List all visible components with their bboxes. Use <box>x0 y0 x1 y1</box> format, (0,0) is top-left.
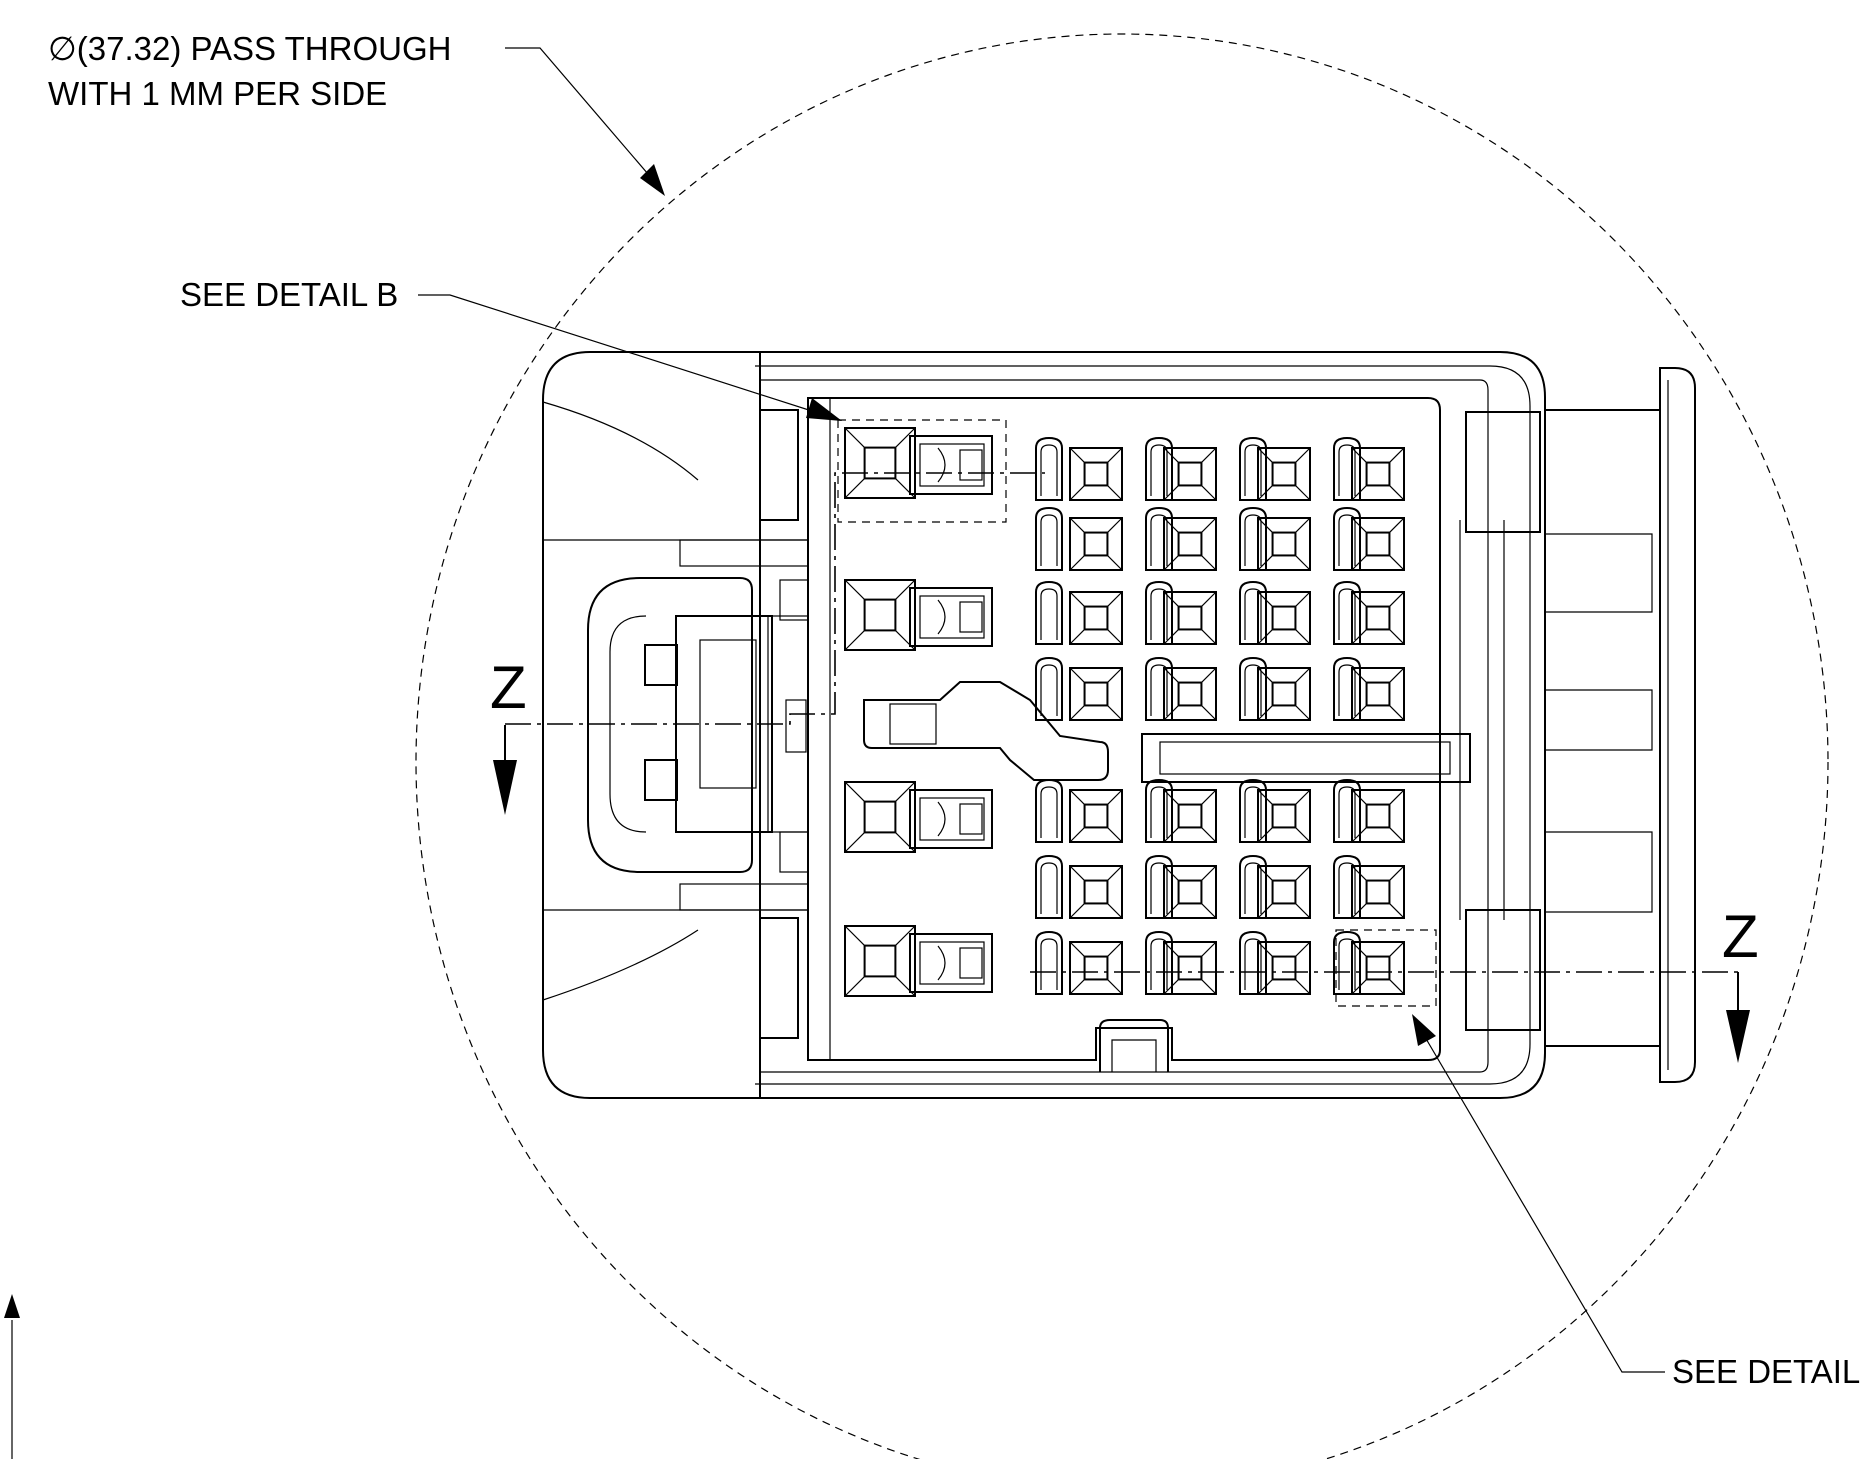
small-cavity <box>1351 447 1405 501</box>
small-cavity <box>1351 591 1405 645</box>
arrowhead-filled-icon <box>4 1294 20 1318</box>
small-cavity <box>1351 667 1405 721</box>
pass-through-leader <box>505 47 661 189</box>
detail-c-leader <box>1414 1019 1665 1373</box>
small-cavity <box>1163 591 1217 645</box>
detail-c-callout: SEE DETAIL <box>1672 1353 1860 1390</box>
large-cavity <box>844 781 916 853</box>
detail-b-callout: SEE DETAIL B <box>180 276 398 313</box>
cavity-latch <box>1239 436 1267 501</box>
arrowhead-filled-icon <box>1726 1010 1750 1063</box>
cavity-latch <box>1145 854 1173 919</box>
cavity-latch <box>1333 580 1361 645</box>
cavity-latch <box>1239 506 1267 571</box>
pass-through-circle <box>415 33 1829 1459</box>
cavity-latch <box>1145 580 1173 645</box>
cavity-latch <box>1035 778 1063 843</box>
small-cavity <box>1069 667 1123 721</box>
connector-housing <box>542 351 1696 1099</box>
cavity-latch <box>1333 506 1361 571</box>
section-cutting-plane <box>505 472 1045 725</box>
detail-b-leader <box>418 294 841 421</box>
arrowhead-filled-icon <box>640 164 665 196</box>
cavity-latch <box>1145 436 1173 501</box>
small-cavity <box>1257 941 1311 995</box>
cavity-latch <box>1145 506 1173 571</box>
small-cavity <box>1163 517 1217 571</box>
cavity-latch <box>1035 506 1063 571</box>
pass-through-callout-line1: ∅(37.32) PASS THROUGH <box>48 30 451 67</box>
large-cavity <box>844 925 916 997</box>
cavity-latch <box>1239 580 1267 645</box>
large-cavity-column <box>844 427 993 997</box>
cavity-latch <box>1035 436 1063 501</box>
small-cavity <box>1257 667 1311 721</box>
small-cavity <box>1257 789 1311 843</box>
cavity-latch <box>1333 930 1361 995</box>
small-cavity <box>1351 941 1405 995</box>
cavity-latch <box>1035 930 1063 995</box>
large-cavity <box>844 579 916 651</box>
small-cavity <box>1069 591 1123 645</box>
cavity-latch <box>1239 778 1267 843</box>
cavity-latch <box>1239 854 1267 919</box>
large-cavity <box>844 427 916 499</box>
small-cavity <box>1069 789 1123 843</box>
small-cavity <box>1069 941 1123 995</box>
cavity-latch <box>1333 436 1361 501</box>
pass-through-callout-line2: WITH 1 MM PER SIDE <box>48 75 387 112</box>
large-cavity-terminal <box>909 789 993 849</box>
small-cavity <box>1069 517 1123 571</box>
small-cavity <box>1351 789 1405 843</box>
large-cavity-terminal <box>909 435 993 495</box>
cavity-latch <box>1035 580 1063 645</box>
arrowhead-filled-icon <box>493 760 517 815</box>
cavity-latch <box>1333 778 1361 843</box>
arrowhead-filled-icon <box>1412 1014 1436 1046</box>
small-cavity <box>1351 865 1405 919</box>
small-cavity <box>1351 517 1405 571</box>
small-cavity <box>1257 447 1311 501</box>
cavity-latch <box>1035 656 1063 721</box>
small-cavity <box>1163 447 1217 501</box>
cavity-latch <box>1333 656 1361 721</box>
small-cavity-grid <box>1035 436 1405 995</box>
small-cavity <box>1163 667 1217 721</box>
small-cavity <box>1257 517 1311 571</box>
small-cavity <box>1163 865 1217 919</box>
small-cavity <box>1163 789 1217 843</box>
small-cavity <box>1069 447 1123 501</box>
large-cavity-terminal <box>909 933 993 993</box>
section-label-left: Z <box>490 654 527 721</box>
large-cavity-terminal <box>909 587 993 647</box>
detail-c-boundary <box>1335 929 1437 1007</box>
cavity-latch <box>1239 656 1267 721</box>
cavity-latch <box>1145 656 1173 721</box>
detail-b-boundary <box>837 419 1007 523</box>
arrowhead-filled-icon <box>806 398 842 421</box>
small-cavity <box>1257 865 1311 919</box>
section-label-right: Z <box>1722 903 1759 970</box>
small-cavity <box>1257 591 1311 645</box>
small-cavity <box>1163 941 1217 995</box>
cavity-latch <box>1145 778 1173 843</box>
cavity-latch <box>1333 854 1361 919</box>
cavity-latch <box>1239 930 1267 995</box>
cavity-latch <box>1035 854 1063 919</box>
small-cavity <box>1069 865 1123 919</box>
cavity-latch <box>1145 930 1173 995</box>
